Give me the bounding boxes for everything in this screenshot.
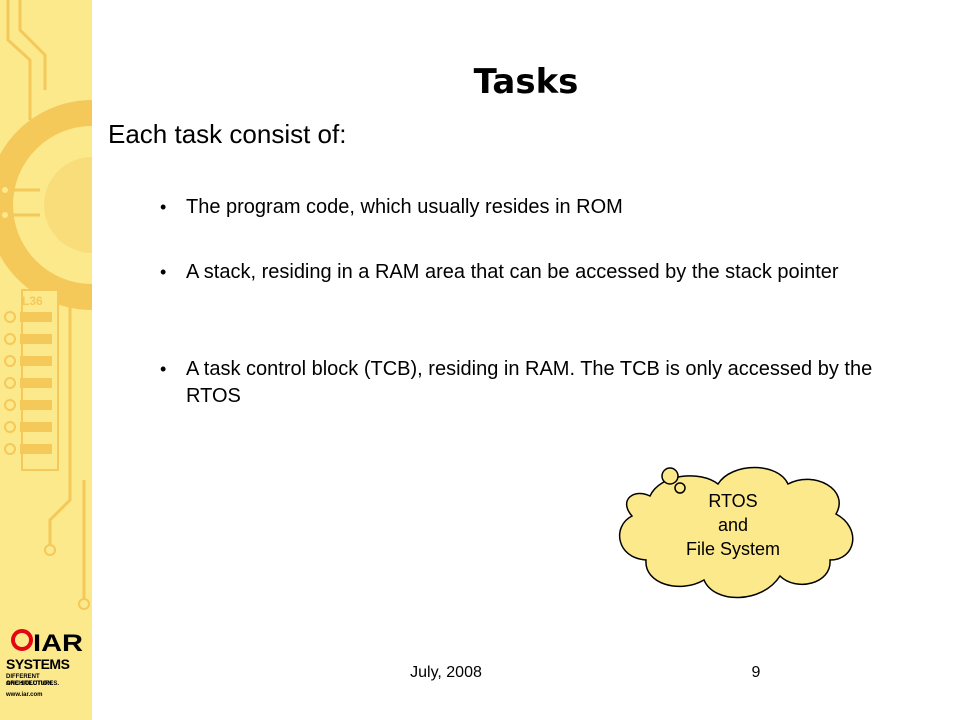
thought-cloud-icon xyxy=(618,466,854,599)
bullet-marker: • xyxy=(160,359,167,379)
logo-tagline-2: ONE SOLUTION. xyxy=(6,681,54,687)
logo-url: www.iar.com xyxy=(6,692,43,698)
callout-line-2: and xyxy=(717,515,749,535)
rtos-thought-cloud: RTOS and File System xyxy=(610,456,860,606)
sidebar-decoration: L36 IAR SYSTEMS DIFFERENT ARCHITECTURES.… xyxy=(0,0,92,720)
callout-line-3: File System xyxy=(685,539,781,559)
bullet-text: A stack, residing in a RAM area that can… xyxy=(186,261,839,283)
iar-logo-icon: IAR xyxy=(11,629,83,657)
bullet-marker: • xyxy=(160,262,167,282)
page-number: 9 xyxy=(751,664,761,681)
chip-label: L36 xyxy=(22,294,43,308)
intro-text: Each task consist of: xyxy=(108,119,347,149)
bullet-marker: • xyxy=(160,197,167,217)
slide-title: Tasks xyxy=(473,62,579,102)
logo-mark: IAR xyxy=(33,630,83,657)
logo-name: SYSTEMS xyxy=(6,656,70,672)
circuit-board-graphic: L36 IAR xyxy=(0,0,92,657)
footer-date: July, 2008 xyxy=(410,664,482,681)
logo-tagline-1: DIFFERENT ARCHITECTURES. xyxy=(6,674,60,687)
bullet-item-tcb: • A task control block (TCB), residing i… xyxy=(160,356,890,410)
bullet-text: A task control block (TCB), residing in … xyxy=(186,358,873,407)
bullet-text: The program code, which usually resides … xyxy=(186,196,623,218)
callout-line-1: RTOS xyxy=(708,491,758,511)
bullet-item-stack: • A stack, residing in a RAM area that c… xyxy=(160,259,890,286)
bullet-item-program-code: • The program code, which usually reside… xyxy=(160,194,890,221)
callout-text: RTOS and File System xyxy=(658,489,808,561)
